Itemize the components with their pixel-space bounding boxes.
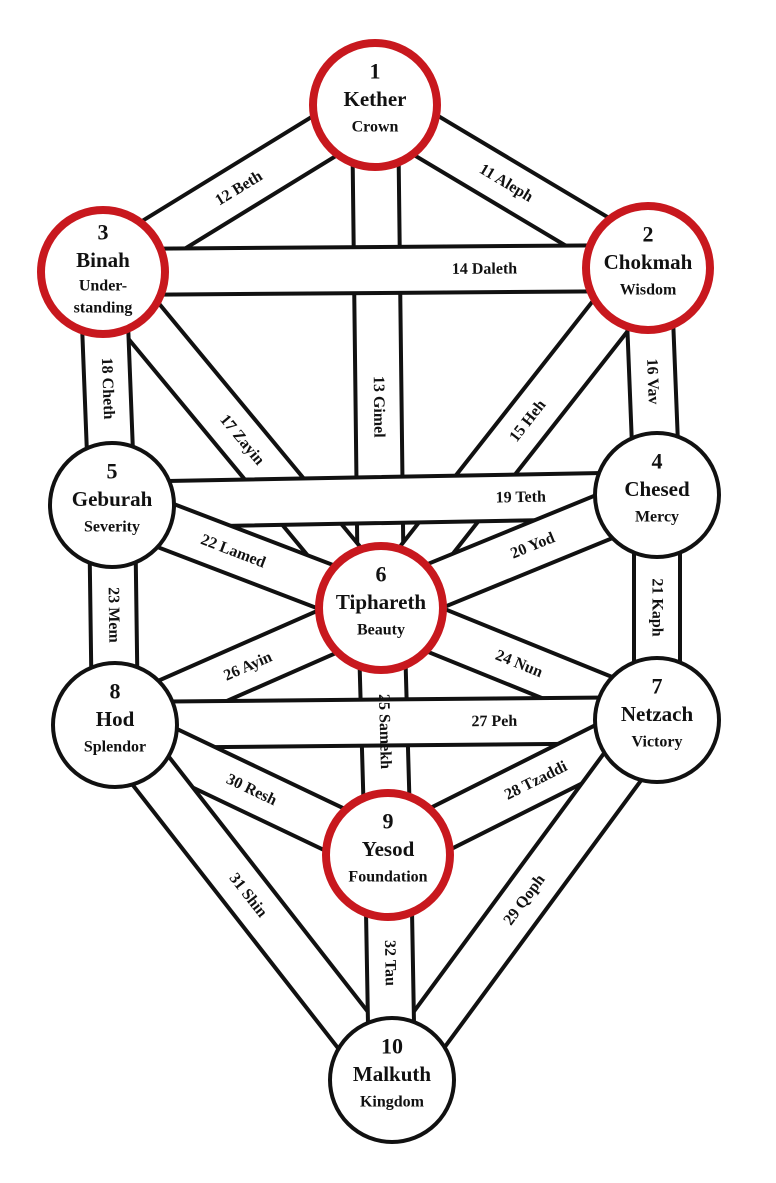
- sephirah-name: Yesod: [362, 837, 415, 861]
- sephirah-name: Kether: [344, 87, 407, 111]
- sephirah-circle: [309, 39, 441, 171]
- sephirah-circle: [48, 441, 176, 569]
- sephirah-number: 9: [383, 809, 394, 834]
- path-label-19: 19 Teth: [496, 489, 547, 507]
- path-label-27: 27 Peh: [471, 713, 517, 730]
- sephirah-name: Hod: [96, 707, 135, 731]
- sephirah-meaning: Wisdom: [620, 282, 677, 299]
- sephirah-meaning: Splendor: [84, 739, 146, 756]
- sephirah-circle: [51, 661, 179, 789]
- path-band-14: [100, 242, 651, 298]
- sephirah-number: 2: [643, 222, 654, 247]
- sephirah-name: Chokmah: [604, 250, 693, 274]
- sephirah-meaning: Foundation: [348, 869, 427, 886]
- sephirah-meaning: Kingdom: [360, 1094, 425, 1111]
- path-label-18: 18 Cheth: [98, 357, 117, 419]
- sephirah-meaning: Crown: [352, 119, 399, 136]
- path-label-32: 32 Tau: [381, 940, 399, 986]
- sephirah-meaning: Beauty: [357, 622, 405, 639]
- sephirah-name: Chesed: [624, 477, 690, 501]
- sephirah-number: 10: [381, 1034, 403, 1059]
- path-label-16: 16 Vav: [643, 358, 662, 404]
- sephirah-number: 3: [98, 220, 109, 245]
- path-label-25: 25 Samekh: [375, 694, 394, 770]
- sephirah-meaning: Mercy: [635, 509, 679, 526]
- sephirah-name: Geburah: [72, 487, 153, 511]
- path-band-13: [349, 102, 407, 611]
- sephirah-number: 4: [652, 449, 663, 474]
- path-label-13: 13 Gimel: [370, 376, 388, 439]
- sephirah-number: 5: [107, 459, 118, 484]
- path-label-21: 21 Kaph: [649, 578, 666, 636]
- sephirah-circle: [37, 206, 169, 338]
- sephirah-circle: [582, 202, 714, 334]
- sephirah-circle: [322, 789, 454, 921]
- sephirah-number: 1: [370, 59, 381, 84]
- sephirah-number: 6: [376, 562, 387, 587]
- sephirah-meaning: Victory: [632, 734, 683, 751]
- sephirah-circle: [328, 1016, 456, 1144]
- path-label-14: 14 Daleth: [452, 260, 518, 277]
- sephirah-circle: [593, 431, 721, 559]
- sephirah-number: 7: [652, 674, 663, 699]
- sephirah-meaning: Under-: [79, 278, 127, 295]
- sephirah-name: Malkuth: [353, 1062, 432, 1086]
- sephirah-meaning: standing: [74, 300, 133, 317]
- sephirah-name: Tiphareth: [336, 590, 427, 614]
- sephirah-circle: [593, 656, 721, 784]
- path-label-23: 23 Mem: [105, 587, 123, 643]
- sephirah-number: 8: [110, 679, 121, 704]
- sephirah-meaning: Severity: [84, 519, 140, 536]
- sephirah-name: Binah: [76, 248, 130, 272]
- sephirah-name: Netzach: [621, 702, 694, 726]
- sephirah-circle: [315, 542, 447, 674]
